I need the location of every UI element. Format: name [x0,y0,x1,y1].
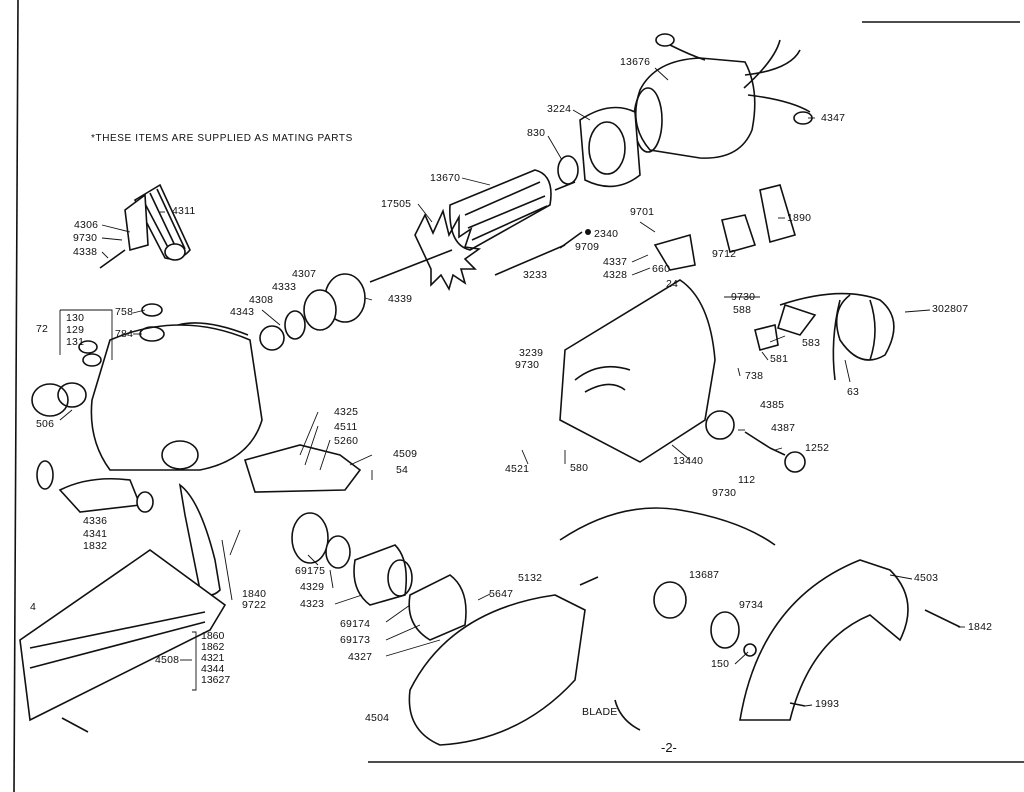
page-number: -2- [661,740,677,755]
part-label: 3239 [519,347,544,359]
part-label: 4347 [821,112,846,124]
part-label: 4311 [172,205,196,217]
part-label: 4504 [365,712,390,724]
part-label: 13440 [673,455,704,467]
part-label: 4323 [300,598,325,610]
motor-end-bell-drawing [559,233,716,463]
part-label: 588 [733,304,752,316]
part-label: 3233 [523,269,548,281]
part-label: 1842 [968,621,993,633]
part-label: 4508 [155,654,180,666]
part-label: 4341 [83,528,108,540]
part-label: 4385 [760,399,785,411]
part-label: 1832 [83,540,108,552]
part-label: 112 [738,474,756,486]
part-label: 63 [847,386,860,398]
leader-lines [59,67,965,707]
part-label: 738 [745,370,764,382]
part-label: 758 [115,306,134,318]
part-label: 150 [711,658,730,670]
part-label: 4306 [74,219,99,231]
part-label: 69174 [340,618,371,630]
part-label: 302807 [932,303,969,315]
part-label: 1993 [815,698,840,710]
part-label: 131 [66,336,85,348]
part-label: 17505 [381,198,412,210]
handle-drawing [99,183,191,269]
mating-parts-note: *THESE ITEMS ARE SUPPLIED AS MATING PART… [91,133,353,144]
group-item: 1860 [201,630,225,642]
part-label: 784 [115,328,134,340]
armature-drawing [369,169,576,292]
part-label: 4343 [230,306,255,318]
group-item: 13627 [201,674,231,686]
part-label: 129 [66,324,85,336]
part-label: 660 [652,263,671,275]
part-label: 5260 [334,435,359,447]
part-label: 9730 [515,359,540,371]
part-label: 5132 [518,572,543,584]
part-label: 581 [770,353,789,365]
part-label: 4328 [603,269,628,281]
part-group-4508: 1860 1862 4321 4344 13627 [201,631,230,686]
part-label: 4339 [388,293,413,305]
part-label: 72 [36,323,49,335]
part-label: 4308 [249,294,274,306]
group-item: 4321 [201,652,225,664]
motor-housing-drawing [633,33,813,159]
part-label: 13670 [430,172,461,184]
part-label: 9709 [575,241,600,253]
part-label: 9730 [73,232,98,244]
part-label: 580 [570,462,589,474]
part-label: 830 [527,127,546,139]
part-label: 69175 [295,565,326,577]
part-label: 4307 [292,268,317,280]
part-label: 54 [396,464,409,476]
part-label: 13687 [689,569,720,581]
group-item: 4344 [201,663,225,675]
part-label: 9730 [731,291,756,303]
part-label: 4511 [334,421,358,433]
part-label: 5647 [489,588,514,600]
part-label: 1252 [805,442,830,454]
part-label: 130 [66,312,85,324]
part-label: 1890 [787,212,812,224]
part-label: 2340 [594,228,619,240]
part-label: 4327 [348,651,373,663]
part-label: 3224 [547,103,572,115]
gear-case-drawing [31,322,263,513]
part-label: 4325 [334,406,359,418]
part-label: 4336 [83,515,108,527]
part-label: 4 [30,601,37,613]
part-label: 1840 [242,588,267,600]
part-label: 4337 [603,256,628,268]
part-label: 4333 [272,281,297,293]
part-label: 69173 [340,634,371,646]
part-label: 4509 [393,448,418,460]
part-label: 9712 [712,248,737,260]
part-label: 583 [802,337,821,349]
part-label: 506 [36,418,55,430]
part-label: 4521 [505,463,530,475]
blade-label: BLADE [582,706,618,718]
part-label: 4329 [300,581,325,593]
part-label: 4338 [73,246,98,258]
part-label: 9730 [712,487,737,499]
part-label: 4387 [771,422,796,434]
group-item: 1862 [201,641,225,653]
part-label: 4503 [914,572,939,584]
part-label: 9722 [242,599,267,611]
part-label: 9701 [630,206,655,218]
part-label: 9734 [739,599,764,611]
part-label: 13676 [620,56,651,68]
part-label: 24 [666,278,679,290]
